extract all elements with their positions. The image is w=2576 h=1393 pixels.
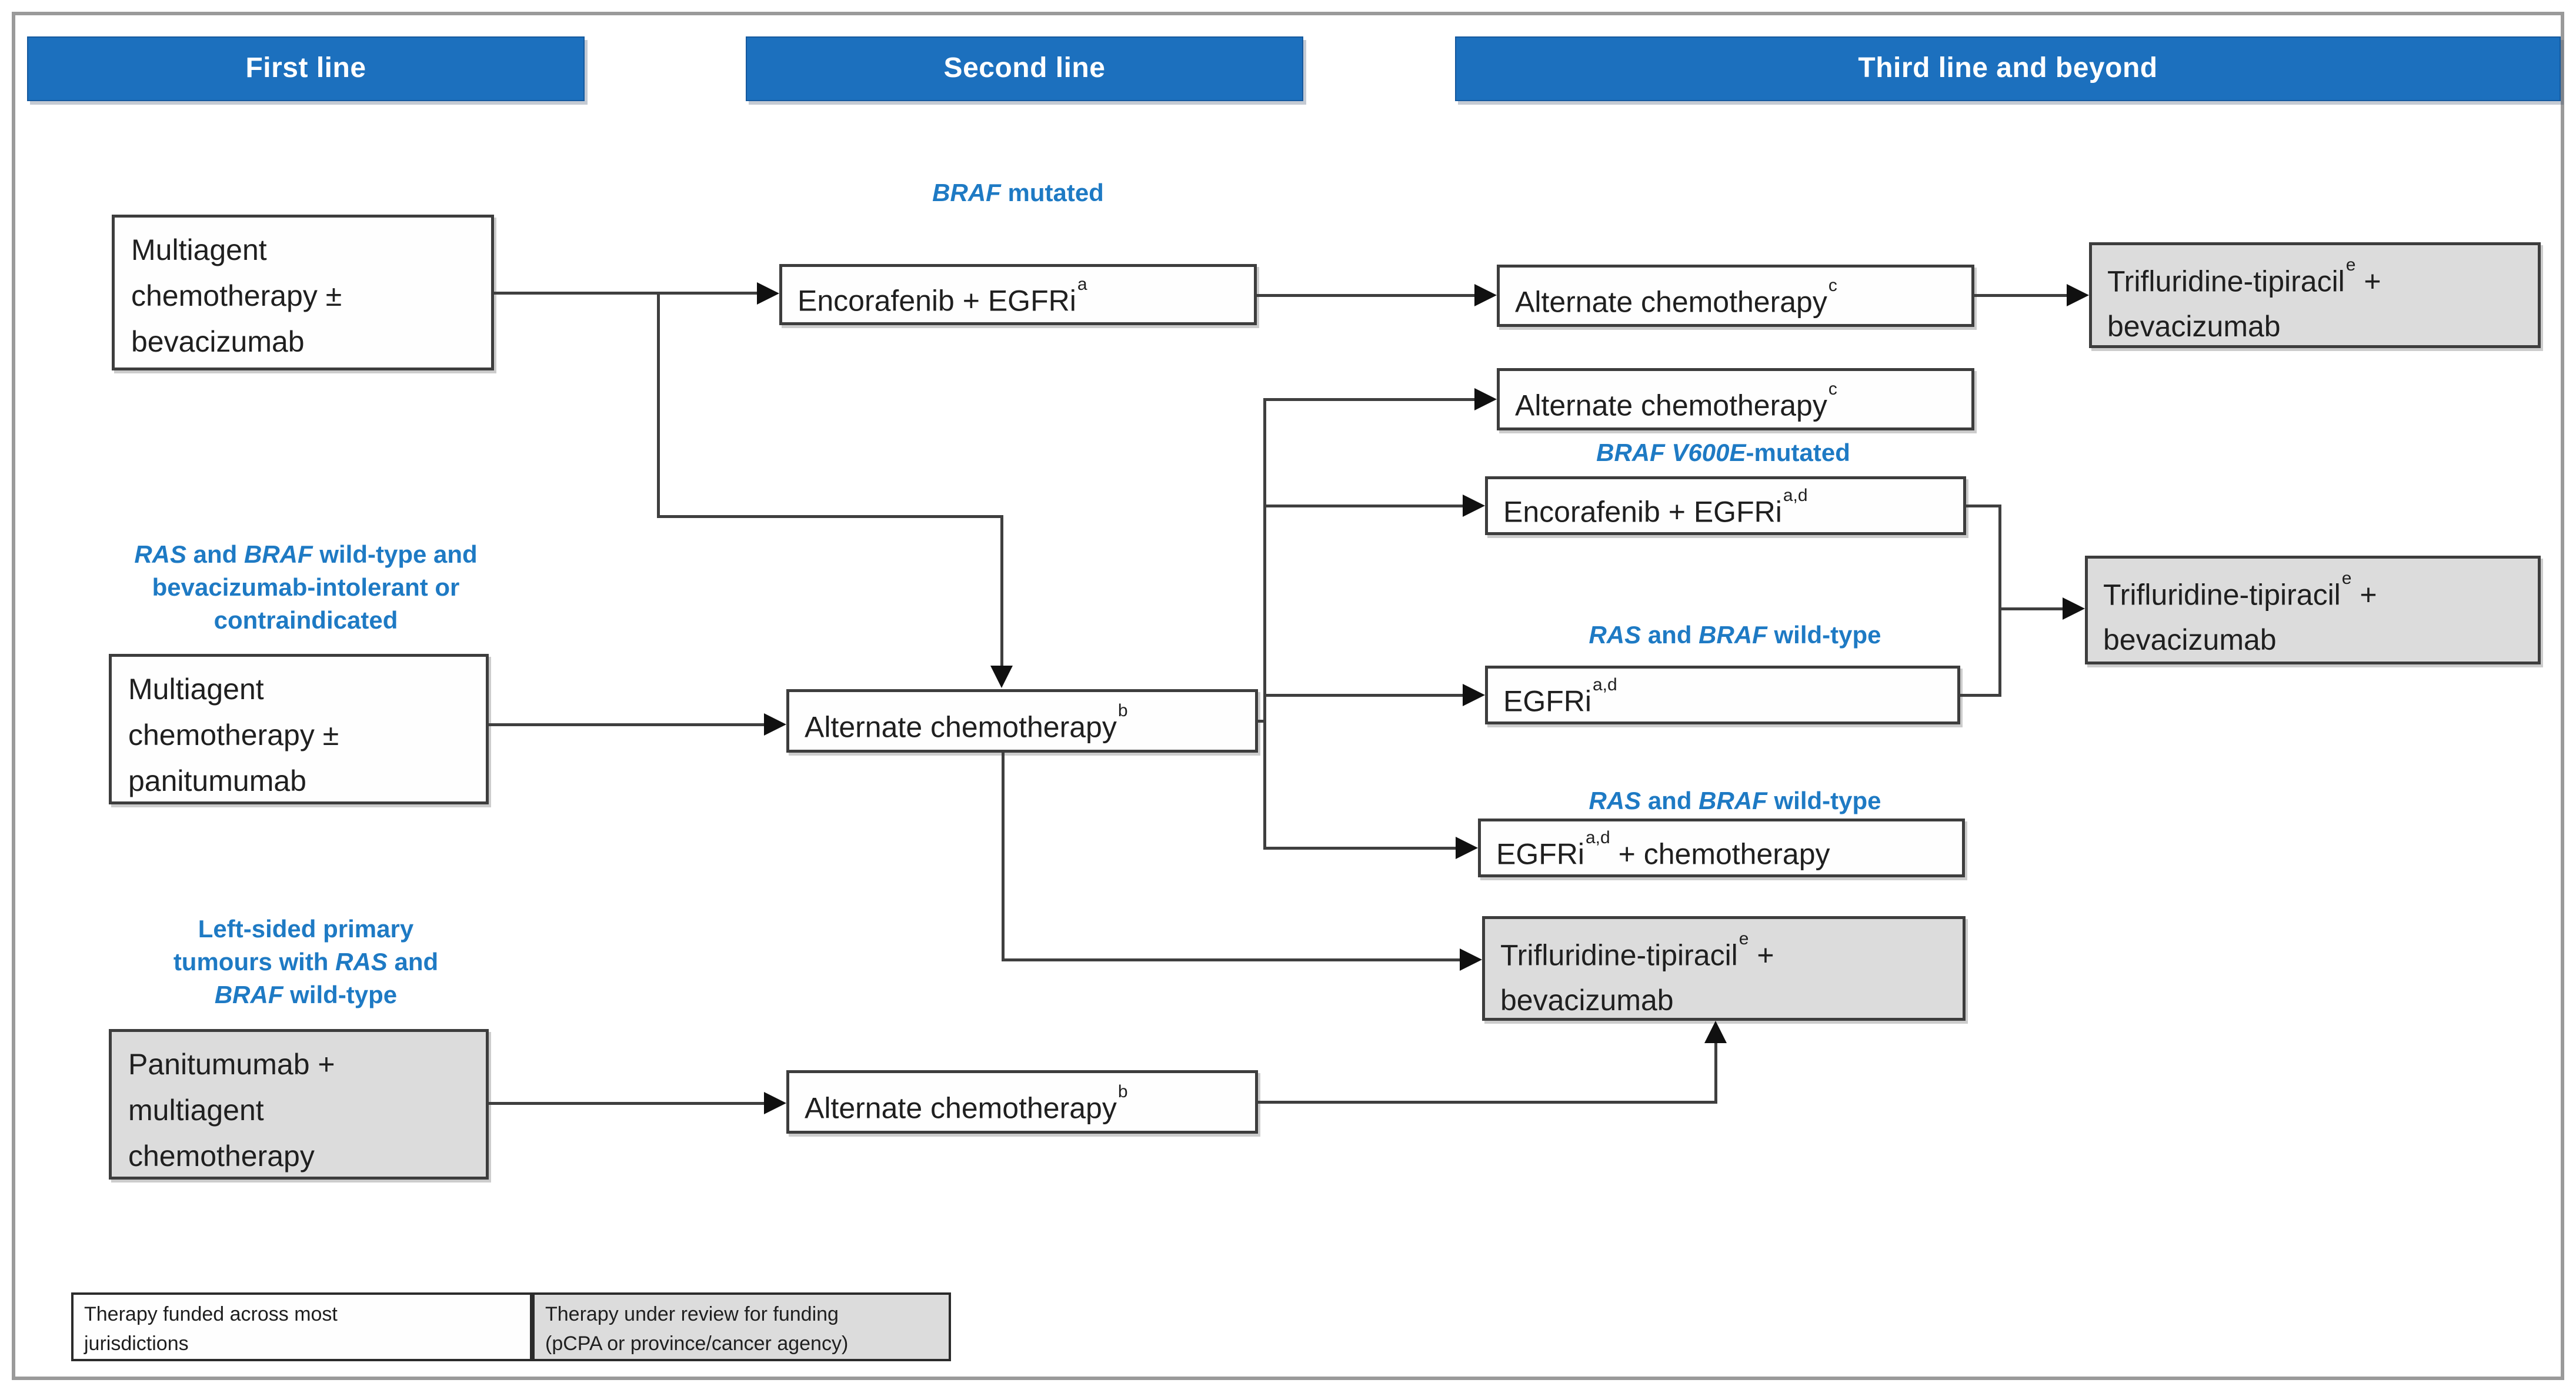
box-multiagent-chemo-bevacizumab: Multiagent chemotherapy ± bevacizumab [112, 215, 494, 370]
connector-line [1002, 753, 1005, 960]
annotation-ras-braf-wild-type-1: RAS and BRAF wild-type [1589, 621, 1881, 649]
connector-line [1263, 505, 1464, 507]
figure-border [12, 12, 2564, 1380]
box-label: Trifluridine-tipiracil [1500, 938, 1738, 972]
arrowhead [1460, 948, 1482, 971]
connector-line [1263, 398, 1476, 401]
box-alternate-chemo-b-bottom: Alternate chemotherapyb [786, 1070, 1258, 1134]
column-header-first-line: First line [27, 36, 585, 101]
annotation-braf-mutated: BRAF mutated [932, 179, 1104, 206]
connector-line [1966, 505, 2001, 507]
box-encorafenib-egfri: Encorafenib + EGFRia [779, 264, 1257, 325]
annotation-left-sided-primary: Left-sided primary tumours with RAS and … [173, 915, 439, 1008]
box-label: Multiagent chemotherapy ± panitumumab [128, 673, 339, 797]
box-encorafenib-egfri-ad: Encorafenib + EGFRia,d [1485, 476, 1966, 535]
connector-line [1263, 694, 1464, 697]
box-label-suffix: + bevacizumab [2103, 578, 2377, 656]
box-trifluridine-tipiracil-bev-top-right: Trifluridine-tipiracile + bevacizumab [2089, 242, 2541, 348]
connector-line [1002, 958, 1461, 961]
arrowhead [757, 282, 779, 305]
connector-line [1998, 607, 2064, 610]
arrowhead [764, 713, 786, 736]
legend-funded: Therapy funded across most jurisdictions [71, 1292, 532, 1361]
arrowhead [1456, 837, 1478, 859]
footnote-sup: b [1117, 701, 1128, 720]
footnote-sup: c [1828, 276, 1837, 295]
legend-under-review: Therapy under review for funding (pCPA o… [532, 1292, 951, 1361]
box-panitumumab-multiagent-chemo: Panitumumab + multiagent chemotherapy [109, 1029, 489, 1180]
box-trifluridine-tipiracil-bev-middle: Trifluridine-tipiracile + bevacizumab [1482, 916, 1966, 1021]
connector-line [1714, 1042, 1717, 1104]
connector-line [1257, 294, 1476, 297]
footnote-sup: e [2345, 255, 2356, 275]
box-label-suffix: + chemotherapy [1610, 837, 1830, 871]
footnote-sup: a [1077, 275, 1087, 294]
arrowhead [1704, 1021, 1727, 1043]
box-label: Trifluridine-tipiracil [2107, 265, 2345, 298]
footnote-sup: b [1117, 1082, 1128, 1101]
connector-line [1974, 294, 2068, 297]
arrowhead [1474, 284, 1497, 306]
connector-line [1998, 505, 2001, 697]
footnote-sup: a,d [1593, 675, 1617, 694]
annotation-ras-braf-wild-type-2: RAS and BRAF wild-type [1589, 787, 1881, 814]
arrowhead [1463, 495, 1485, 517]
box-label: Trifluridine-tipiracil [2103, 578, 2341, 612]
arrowhead [2067, 284, 2089, 306]
box-label: Panitumumab + multiagent chemotherapy [128, 1048, 335, 1172]
arrowhead [764, 1092, 786, 1114]
box-label: Multiagent chemotherapy ± bevacizumab [131, 233, 342, 358]
footnote-sup: e [1739, 929, 1749, 948]
box-alternate-chemo-c-top: Alternate chemotherapyc [1497, 265, 1974, 327]
box-alternate-chemo-c-second: Alternate chemotherapyc [1497, 368, 1974, 430]
annotation-braf-v600e-mutated: BRAF V600E-mutated [1596, 439, 1850, 466]
box-label: Encorafenib + EGFRi [1503, 495, 1782, 529]
connector-line [657, 515, 1003, 518]
connector-line [489, 723, 765, 726]
connector-line [1263, 398, 1266, 849]
connector-line [1263, 847, 1457, 850]
connector-line [494, 292, 758, 295]
arrowhead [990, 666, 1013, 688]
box-label: Encorafenib + EGFRi [798, 284, 1076, 318]
connector-line [657, 292, 660, 518]
box-label-suffix: + bevacizumab [2107, 265, 2381, 343]
arrowhead [1463, 684, 1485, 706]
connector-line [1258, 1101, 1717, 1104]
column-header-third-line: Third line and beyond [1455, 36, 2561, 101]
arrowhead [1474, 388, 1497, 410]
box-label: Alternate chemotherapy [1515, 389, 1827, 422]
box-trifluridine-tipiracil-bev-right: Trifluridine-tipiracile + bevacizumab [2085, 556, 2541, 664]
footnote-sup: a,d [1783, 486, 1808, 505]
connector-line [1960, 694, 2001, 697]
footnote-sup: c [1828, 379, 1837, 399]
box-egfri-ad: EGFRia,d [1485, 666, 1960, 724]
box-multiagent-chemo-panitumumab: Multiagent chemotherapy ± panitumumab [109, 654, 489, 804]
box-label: Alternate chemotherapy [1515, 285, 1827, 319]
connector-line [489, 1102, 765, 1105]
box-label: EGFRi [1496, 837, 1584, 871]
box-label: Alternate chemotherapy [805, 1091, 1117, 1125]
box-label: Alternate chemotherapy [805, 710, 1117, 744]
connector-line [1000, 515, 1003, 668]
box-label-suffix: + bevacizumab [1500, 938, 1774, 1017]
box-alternate-chemo-b-middle: Alternate chemotherapyb [786, 689, 1258, 753]
footnote-sup: e [2341, 569, 2352, 588]
footnote-sup: a,d [1586, 828, 1610, 847]
box-label: EGFRi [1503, 684, 1591, 718]
connector-line [1258, 720, 1266, 723]
box-egfri-ad-chemotherapy: EGFRia,d + chemotherapy [1478, 819, 1965, 877]
arrowhead [2063, 597, 2085, 620]
annotation-ras-braf-wt-bev-intolerant: RAS and BRAF wild-type and bevacizumab-i… [134, 540, 478, 634]
column-header-second-line: Second line [746, 36, 1303, 101]
